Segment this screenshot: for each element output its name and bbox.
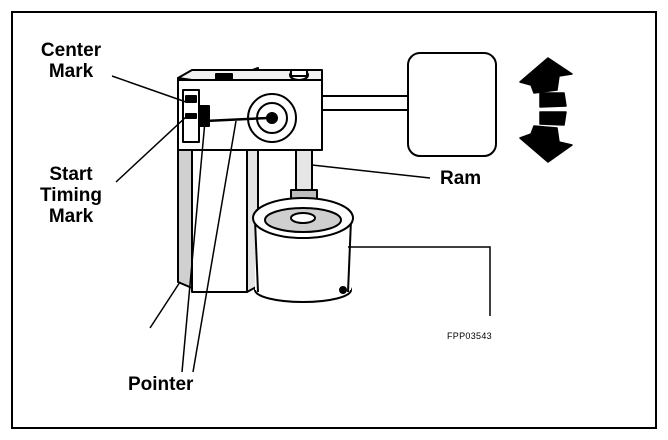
center-mark-label: Center Mark (30, 40, 112, 82)
ram-label: Ram (440, 168, 482, 189)
pointer-label: Pointer (128, 374, 194, 395)
start-timing-leader (115, 115, 188, 183)
head-screw-stem (290, 69, 308, 77)
center-mark-leader (111, 75, 187, 103)
shaft (321, 95, 413, 111)
cup-pin (339, 286, 347, 294)
figure-code: FPP03543 (447, 331, 492, 341)
start-timing-mark-shape (185, 113, 197, 119)
pointer-leader-1 (181, 120, 206, 373)
start-timing-mark-label-line-3: Mark (48, 206, 94, 227)
up-down-arrows-icon (519, 57, 573, 163)
dial-hub (266, 112, 278, 124)
ram-leader (311, 164, 431, 179)
pointer-arm (204, 116, 269, 123)
start-timing-mark-label: Start Timing Mark (21, 164, 121, 227)
stand-leader (149, 281, 181, 329)
pointer-leader-2 (192, 120, 237, 373)
head-slot (215, 73, 233, 80)
center-mark-shape (185, 95, 197, 103)
start-timing-mark-label-line-2: Timing (40, 185, 102, 206)
center-mark-label-line-1: Center (40, 40, 102, 61)
center-mark-label-line-2: Mark (48, 61, 94, 82)
ram-rod (295, 149, 313, 191)
weight (407, 52, 497, 157)
cup-center (290, 212, 316, 224)
cup-leader (348, 246, 491, 316)
window-bracket (198, 105, 210, 127)
start-timing-mark-label-line-1: Start (49, 164, 93, 185)
